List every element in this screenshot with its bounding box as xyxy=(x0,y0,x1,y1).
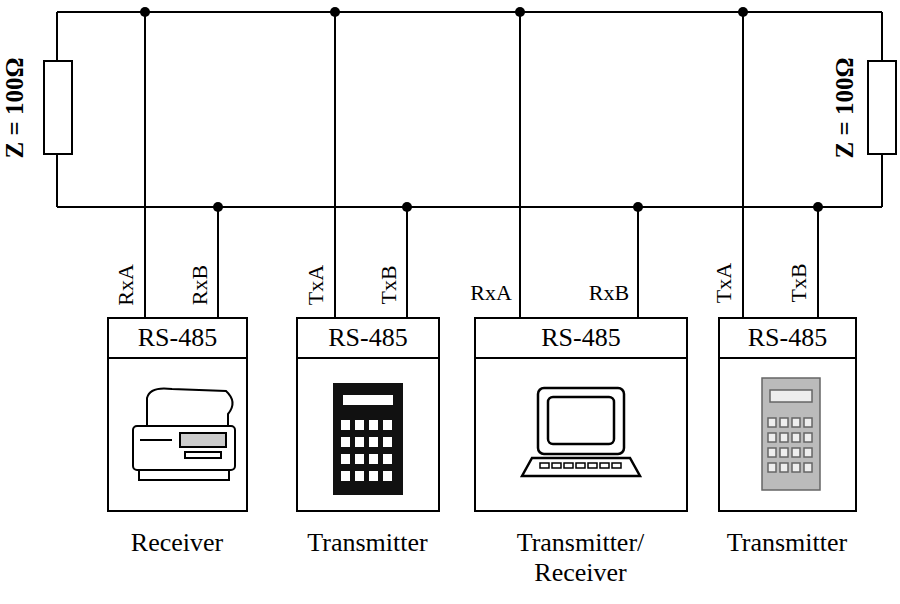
interface-header: RS-485 xyxy=(298,319,438,359)
pin-label: RxB xyxy=(188,265,212,305)
device-box: RS-485Transmitter xyxy=(296,317,440,512)
pin-label: RxA xyxy=(114,264,138,306)
keypad-icon xyxy=(762,378,820,490)
bus-lines xyxy=(57,12,882,317)
interface-header: RS-485 xyxy=(720,319,855,359)
pin-label: RxA xyxy=(470,281,512,305)
resistor-symbol: Z = 100Ω xyxy=(867,60,897,155)
device-box: RS-485Receiver xyxy=(107,317,248,512)
device-box: RS-485Transmitter xyxy=(718,317,857,512)
pin-label: RxB xyxy=(589,281,629,305)
impedance-label: Z = 100Ω xyxy=(832,57,860,158)
device-caption: Transmitter/ Receiver xyxy=(496,528,666,588)
pin-label: TxA xyxy=(304,265,328,305)
pin-label: TxB xyxy=(377,265,401,304)
interface-header: RS-485 xyxy=(109,319,246,359)
device-box: RS-485Transmitter/ Receiver xyxy=(474,317,688,512)
pin-label: TxB xyxy=(787,263,811,302)
resistor-symbol: Z = 100Ω xyxy=(43,60,73,155)
laptop-icon xyxy=(522,388,640,476)
printer-icon xyxy=(133,388,235,480)
junction-dots xyxy=(140,7,823,212)
device-caption: Receiver xyxy=(97,528,257,558)
device-caption: Transmitter xyxy=(697,528,877,558)
device-caption: Transmitter xyxy=(278,528,458,558)
calculator-icon xyxy=(333,383,403,495)
interface-header: RS-485 xyxy=(476,319,686,359)
impedance-label: Z = 100Ω xyxy=(2,57,30,158)
pin-label: TxA xyxy=(712,263,736,303)
